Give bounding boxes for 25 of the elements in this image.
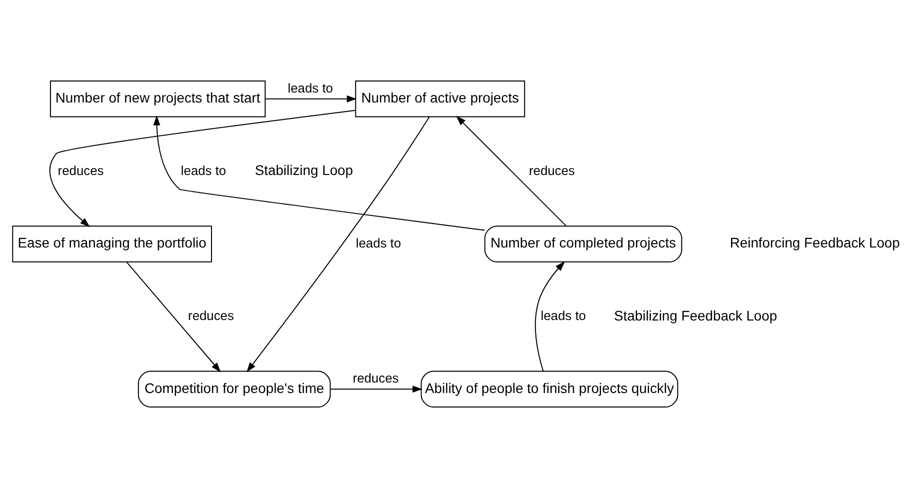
node-box: Number of completed projects: [484, 225, 682, 262]
edge-label: leads to: [180, 162, 226, 178]
arrow: [246, 116, 430, 372]
edge-label: reduces: [528, 162, 575, 178]
arrow: [330, 385, 422, 392]
edge-label: leads to: [288, 80, 333, 95]
arrow: [153, 114, 486, 230]
edge-label: reduces: [188, 307, 234, 322]
edge-label: reduces: [352, 370, 399, 386]
label: Stabilizing Feedback Loop: [614, 306, 778, 323]
node-box: Number of active projects: [355, 80, 526, 117]
edge-label: leads to: [356, 234, 402, 250]
label: Stabilizing Loop: [254, 162, 354, 178]
node-box: Number of new projects that start: [50, 80, 266, 117]
arrow: [456, 115, 567, 226]
arrow: [49, 109, 356, 227]
arrow: [534, 260, 565, 372]
label: Reinforcing Feedback Loop: [730, 234, 900, 250]
node-box: Ability of people to finish projects quickly: [420, 370, 678, 408]
arrow: [126, 260, 221, 372]
edge-label: reduces: [58, 162, 104, 178]
arrow: [264, 94, 357, 102]
node-box: Competition for people's time: [138, 370, 331, 408]
node-box: Ease of managing the portfolio: [12, 225, 212, 262]
edge-label: leads to: [540, 307, 586, 322]
